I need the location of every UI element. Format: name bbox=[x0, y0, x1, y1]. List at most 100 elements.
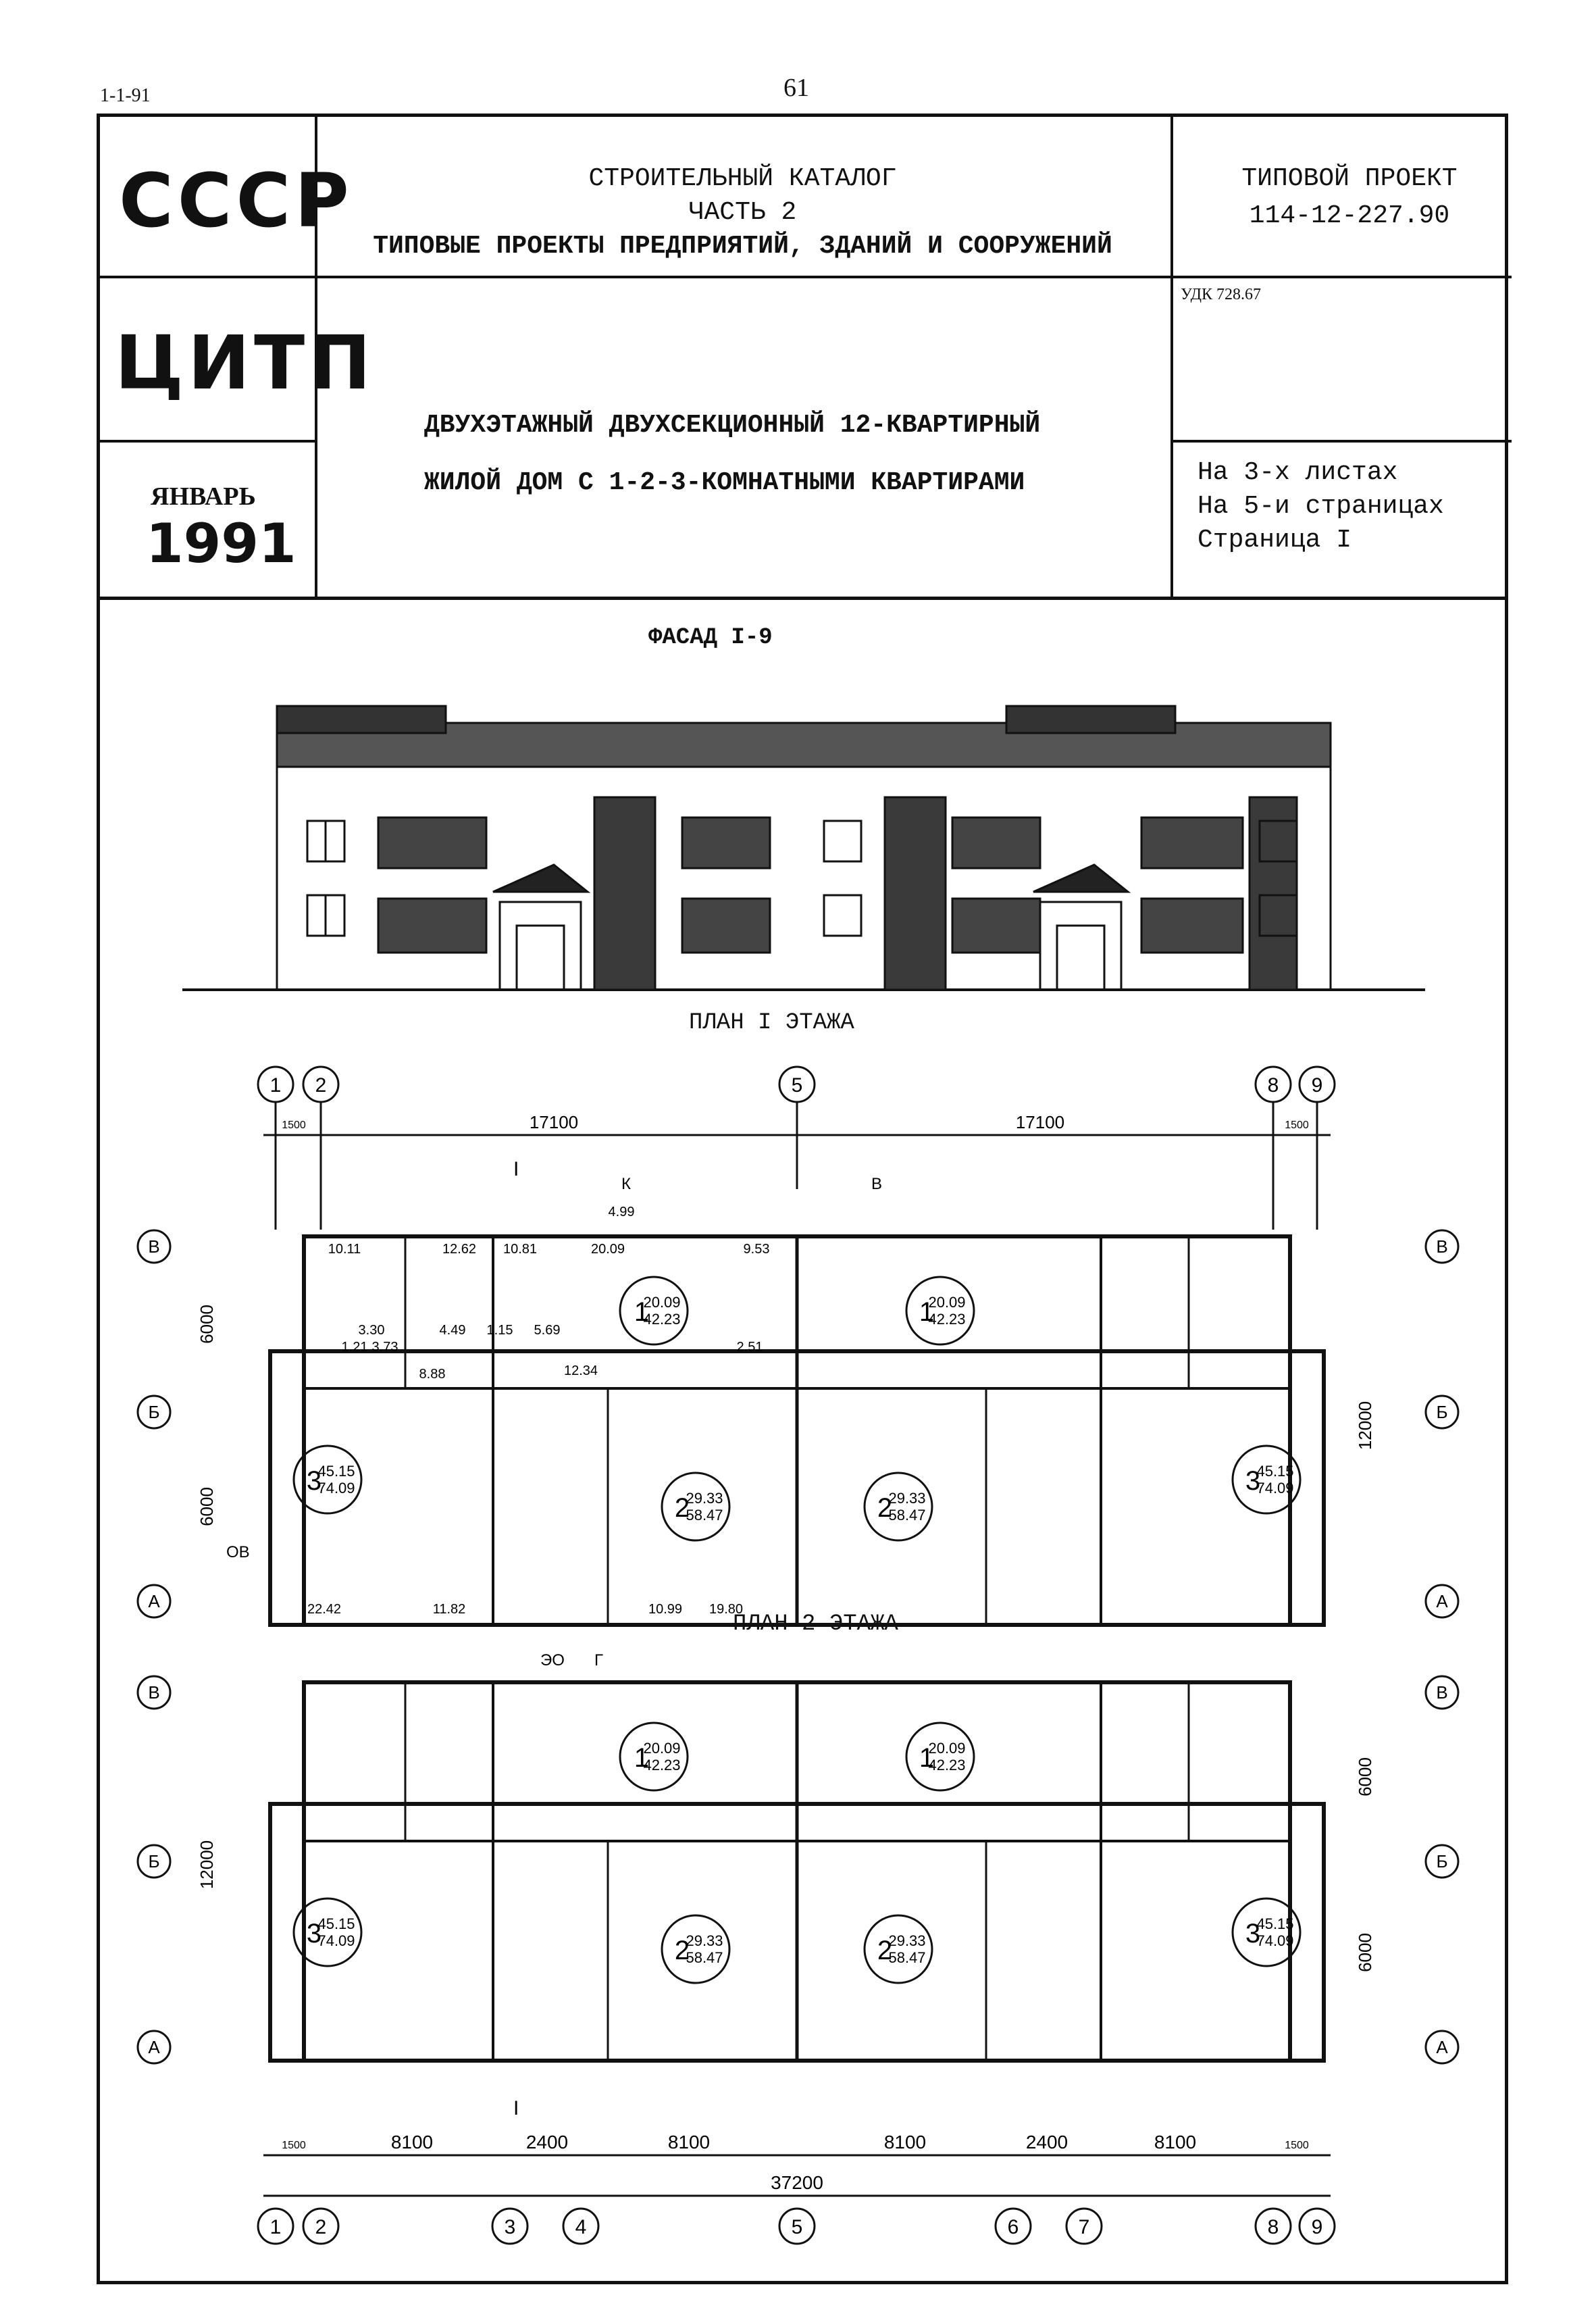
entry-label-v: В bbox=[871, 1175, 882, 1193]
axis-label-top-9: 9 bbox=[1312, 1074, 1323, 1097]
entry-label-g: Г bbox=[594, 1651, 603, 1669]
room-area: 10.99 bbox=[648, 1602, 682, 1617]
sheets-info-2: На 5-и страницах bbox=[1198, 492, 1444, 521]
apt-rooms-3b: 3 bbox=[1245, 1466, 1260, 1496]
sheet-id: 1-1-91 bbox=[100, 85, 151, 106]
apt-living-3b: 45.15 bbox=[1256, 1463, 1293, 1480]
axis-label-bottom-1: 1 bbox=[270, 2216, 282, 2238]
facade-drawing bbox=[182, 705, 1425, 991]
apt2-living-1a: 20.09 bbox=[643, 1740, 680, 1757]
floor-plans: 1 2 5 8 9 1500 17100 17100 1500 В Б А В … bbox=[136, 1065, 1460, 2245]
dim-bottom-8: 1500 bbox=[1285, 2140, 1309, 2151]
title-block: СССР ЦИТП ЯНВАРЬ 1991 СТРОИТЕЛЬНЫЙ КАТАЛ… bbox=[97, 114, 1512, 600]
catalog-line-3: ТИПОВЫЕ ПРОЕКТЫ ПРЕДПРИЯТИЙ, ЗДАНИЙ И СО… bbox=[373, 232, 1112, 261]
axis-side-right-4: В bbox=[1436, 1682, 1447, 1703]
dim-bottom-6: 2400 bbox=[1026, 2132, 1068, 2153]
axis-side-left-2: Б bbox=[148, 1402, 159, 1422]
apt-living-2a: 29.33 bbox=[686, 1490, 723, 1507]
axis-label-bottom-4: 4 bbox=[575, 2216, 587, 2238]
apt-total-1a: 42.23 bbox=[643, 1311, 680, 1328]
apt2-total-3a: 74.09 bbox=[317, 1932, 355, 1949]
apt-total-2b: 58.47 bbox=[888, 1507, 925, 1524]
room-area: 11.82 bbox=[433, 1602, 466, 1617]
apt-living-2b: 29.33 bbox=[888, 1490, 925, 1507]
dim-bottom-1: 1500 bbox=[282, 2140, 306, 2151]
dim-side-right-3: 6000 bbox=[1355, 1933, 1375, 1972]
facade-title: ФАСАД I-9 bbox=[648, 625, 773, 651]
apt2-total-2b: 58.47 bbox=[888, 1949, 925, 1966]
apt2-living-2a: 29.33 bbox=[686, 1932, 723, 1949]
country-label: СССР bbox=[119, 157, 353, 244]
room-area: 4.49 bbox=[440, 1323, 466, 1338]
entry-label-k: К bbox=[621, 1175, 631, 1193]
room-area: 2.51 bbox=[737, 1340, 763, 1355]
apt-total-3a: 74.09 bbox=[317, 1480, 355, 1496]
axis-side-right-2: Б bbox=[1436, 1402, 1447, 1422]
dim-bottom-7: 8100 bbox=[1154, 2132, 1196, 2153]
dim-bottom-4: 8100 bbox=[668, 2132, 710, 2153]
apt2-total-3b: 74.09 bbox=[1256, 1932, 1293, 1949]
room-area: 12.34 bbox=[564, 1363, 598, 1378]
apt-rooms-1a: 1 bbox=[634, 1297, 649, 1327]
dim-bottom-3: 2400 bbox=[526, 2132, 568, 2153]
apt-living-1a: 20.09 bbox=[643, 1294, 680, 1311]
room-area: 12.62 bbox=[442, 1242, 476, 1257]
apt-living-1b: 20.09 bbox=[928, 1294, 965, 1311]
description-line-1: ДВУХЭТАЖНЫЙ ДВУХСЕКЦИОННЫЙ 12-КВАРТИРНЫЙ bbox=[424, 411, 1041, 440]
axis-side-right-3: А bbox=[1436, 1591, 1448, 1611]
room-area: 10.81 bbox=[503, 1242, 537, 1257]
apt2-rooms-3a: 3 bbox=[307, 1919, 321, 1948]
apt2-living-3b: 45.15 bbox=[1256, 1915, 1293, 1932]
month-label: ЯНВАРЬ bbox=[151, 482, 256, 511]
apt2-living-3a: 45.15 bbox=[317, 1915, 355, 1932]
project-code: 114-12-227.90 bbox=[1249, 201, 1450, 230]
room-area: 3.30 bbox=[359, 1323, 385, 1338]
apt2-rooms-2a: 2 bbox=[675, 1936, 690, 1965]
room-area: 8.88 bbox=[419, 1367, 446, 1382]
room-area: 10.11 bbox=[328, 1242, 361, 1257]
axis-label-bottom-2: 2 bbox=[315, 2216, 327, 2238]
plan1-title: ПЛАН I ЭТАЖА bbox=[689, 1010, 854, 1036]
dim-bottom-2: 8100 bbox=[391, 2132, 433, 2153]
axis-label-top-5: 5 bbox=[792, 1074, 803, 1097]
apt-rooms-2a: 2 bbox=[675, 1493, 690, 1523]
apt2-total-2a: 58.47 bbox=[686, 1949, 723, 1966]
axis-side-right-5: Б bbox=[1436, 1851, 1447, 1871]
room-area: 9.53 bbox=[744, 1242, 770, 1257]
axis-label-bottom-7: 7 bbox=[1079, 2216, 1090, 2238]
catalog-line-2: ЧАСТЬ 2 bbox=[688, 198, 797, 227]
room-area: 1.15 bbox=[487, 1323, 513, 1338]
dim-side-left-2: 6000 bbox=[197, 1487, 217, 1526]
axis-side-left-6: А bbox=[148, 2037, 160, 2057]
apt-living-3a: 45.15 bbox=[317, 1463, 355, 1480]
dim-top-3: 17100 bbox=[1016, 1112, 1064, 1132]
apt-total-2a: 58.47 bbox=[686, 1507, 723, 1524]
dim-top-2: 17100 bbox=[530, 1112, 578, 1132]
room-area: 4.99 bbox=[609, 1205, 635, 1219]
page-number: 61 bbox=[783, 74, 809, 102]
apt2-living-1b: 20.09 bbox=[928, 1740, 965, 1757]
axis-label-bottom-9: 9 bbox=[1312, 2216, 1323, 2238]
axis-side-left-5: Б bbox=[148, 1851, 159, 1871]
entry-label-ov: ОВ bbox=[226, 1543, 250, 1561]
room-area: 20.09 bbox=[591, 1242, 625, 1257]
apt-total-3b: 74.09 bbox=[1256, 1480, 1293, 1496]
drawing-frame bbox=[97, 599, 1508, 2284]
apt2-total-1b: 42.23 bbox=[928, 1757, 965, 1774]
axis-label-top-2: 2 bbox=[315, 1074, 327, 1097]
room-area: 19.80 bbox=[709, 1602, 743, 1617]
sheets-info-3: Страница I bbox=[1198, 526, 1352, 555]
room-area: 3.73 bbox=[372, 1340, 398, 1355]
apt-total-1b: 42.23 bbox=[928, 1311, 965, 1328]
dim-side-left-3: 12000 bbox=[197, 1840, 217, 1889]
dim-side-left-1: 6000 bbox=[197, 1305, 217, 1344]
section-mark-top: I bbox=[513, 1158, 519, 1180]
dim-side-right-2: 6000 bbox=[1355, 1757, 1375, 1796]
dim-top-1: 1500 bbox=[282, 1120, 306, 1131]
section-mark-bottom: I bbox=[513, 2097, 519, 2119]
apt2-rooms-1a: 1 bbox=[634, 1743, 649, 1773]
axis-label-bottom-8: 8 bbox=[1268, 2216, 1279, 2238]
axis-label-top-1: 1 bbox=[270, 1074, 282, 1097]
axis-side-right-6: А bbox=[1436, 2037, 1448, 2057]
entry-label-eo: ЭО bbox=[540, 1651, 565, 1669]
